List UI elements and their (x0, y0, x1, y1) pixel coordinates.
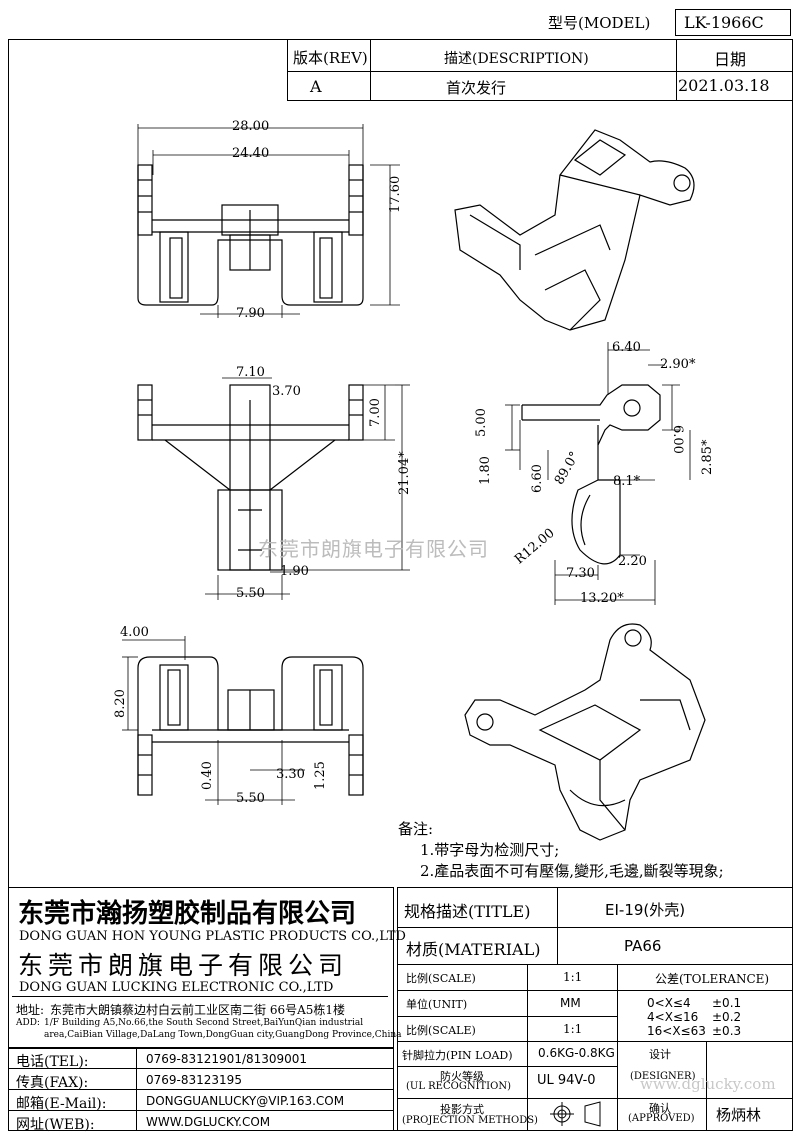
tolerance-label: 公差(TOLERANCE) (655, 972, 770, 986)
notes-item-2: 2.產品表面不可有壓傷,變形,毛邊,斷裂等現象; (420, 862, 724, 880)
company-block (8, 887, 394, 1048)
dim-13-20: 13.20* (580, 591, 624, 606)
dim-28-00: 28.00 (232, 119, 270, 134)
scale2-label: 比例(SCALE) (406, 1024, 476, 1037)
dim-7-30: 7.30 (566, 566, 595, 581)
approved-label-en: (APPROVED) (628, 1113, 695, 1124)
address-label: 地址: (16, 1003, 45, 1017)
model-label: 型号(MODEL) (548, 14, 651, 32)
fire-label-cn: 防火等级 (440, 1070, 484, 1083)
dim-7-90: 7.90 (236, 306, 265, 321)
unit-label: 单位(UNIT) (406, 998, 468, 1011)
watermark-url: www.dglucky.com (640, 1075, 776, 1093)
address-cn: 东莞市大朗镇蔡边村白云前工业区南二街 66号A5栋1楼 (50, 1003, 346, 1017)
tolerance-value-1: ±0.1 (712, 996, 742, 1010)
company-name-2: 东莞市朗旗电子有限公司 (18, 951, 349, 980)
company-name-1-en: DONG GUAN HON YOUNG PLASTIC PRODUCTS CO.… (19, 929, 406, 944)
fire-label-en: (UL RECOGNITION) (406, 1081, 511, 1092)
pin-load-value: 0.6KG-0.8KG (538, 1046, 615, 1060)
dim-2-90: 2.90* (660, 357, 696, 372)
title-label: 规格描述(TITLE) (404, 902, 531, 921)
scale2-value: 1:1 (563, 1022, 583, 1036)
side-view (505, 342, 691, 605)
tolerance-range-2: 4<X≤16 (647, 1010, 699, 1024)
fire-value: UL 94V-0 (537, 1073, 596, 1088)
tolerance-range-3: 16<X≤63 (647, 1024, 706, 1038)
web-label: 网址(WEB): (16, 1117, 95, 1133)
dim-3-30: 3.30 (276, 767, 305, 782)
spec-block (397, 887, 793, 1131)
date-col-header: 日期 (714, 50, 747, 69)
iso-view-top (454, 129, 695, 331)
approved-value: 杨炳林 (716, 1106, 762, 1124)
dim-5-50-front: 5.50 (236, 586, 265, 601)
dim-5-50-bottom: 5.50 (236, 791, 265, 806)
company-name-1: 东莞市瀚扬塑胶制品有限公司 (18, 899, 357, 929)
web-value: WWW.DGLUCKY.COM (146, 1115, 271, 1129)
tel-value: 0769-83121901/81309001 (146, 1052, 308, 1066)
model-box (675, 9, 791, 36)
designer-label-cn: 设计 (649, 1048, 671, 1061)
title-value: EI-19(外壳) (605, 901, 686, 919)
scale-value: 1:1 (563, 970, 583, 984)
dim-7-10: 7.10 (236, 365, 265, 380)
iso-view-bottom (464, 623, 706, 841)
email-label: 邮箱(E-Mail): (16, 1096, 107, 1112)
tolerance-value-2: ±0.2 (712, 1010, 742, 1024)
model-value: LK-1966C (684, 13, 764, 32)
dim-24-40: 24.40 (232, 146, 270, 161)
desc-value: 首次发行 (446, 79, 507, 97)
rev-value: A (310, 77, 322, 96)
address-en-2: area,CaiBian Village,DaLang Town,DongGua… (44, 1030, 402, 1040)
projection-label-en: (PROJECTION METHODS) (402, 1115, 538, 1126)
desc-col-header: 描述(DESCRIPTION) (444, 51, 589, 67)
pin-load-label: 针脚拉力(PIN LOAD) (402, 1049, 513, 1062)
notes-item-1: 1.带字母为检测尺寸; (420, 841, 560, 859)
fax-label: 传真(FAX): (16, 1075, 89, 1091)
revision-table (287, 39, 793, 101)
tolerance-value-3: ±0.3 (712, 1024, 742, 1038)
front-view (137, 377, 410, 600)
projection-label-cn: 投影方式 (440, 1103, 484, 1116)
fax-value: 0769-83123195 (146, 1073, 242, 1087)
tel-label: 电话(TEL): (16, 1054, 89, 1070)
scale-label: 比例(SCALE) (406, 972, 476, 985)
top-view (137, 124, 400, 318)
address-en-label: ADD: (16, 1018, 40, 1028)
approved-label-cn: 确认 (649, 1102, 671, 1115)
tolerance-range-1: 0<X≤4 (647, 996, 691, 1010)
dim-4-00: 4.00 (120, 625, 149, 640)
dim-3-70: 3.70 (272, 384, 301, 399)
bottom-view (122, 636, 364, 805)
rev-col-header: 版本(REV) (293, 49, 368, 67)
dim-6-40: 6.40 (612, 340, 641, 355)
address-en-1: 1/F Building A5,No.66,the South Second S… (44, 1018, 364, 1028)
designer-label-en: (DESIGNER) (630, 1071, 696, 1082)
dim-1-90: 1.90 (280, 564, 309, 579)
unit-value: MM (560, 996, 581, 1010)
company-name-2-en: DONG GUAN LUCKING ELECTRONIC CO.,LTD (19, 980, 334, 995)
material-value: PA66 (624, 937, 662, 955)
dim-2-20: 2.20 (618, 554, 647, 569)
watermark-text: 东莞市朗旗电子有限公司 (258, 537, 489, 561)
date-value: 2021.03.18 (678, 76, 770, 95)
material-label: 材质(MATERIAL) (406, 940, 541, 959)
email-value: DONGGUANLUCKY@VIP.163.COM (146, 1094, 345, 1108)
dim-8-1: 8.1* (613, 474, 641, 489)
notes-title: 备注: (398, 820, 434, 838)
